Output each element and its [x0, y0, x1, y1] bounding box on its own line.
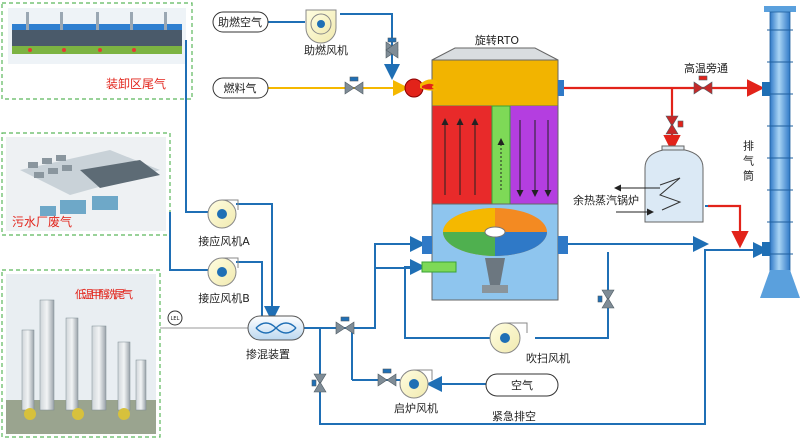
startup-fan: 启炉风机	[394, 370, 438, 415]
combustion-fan-label: 助燃风机	[304, 43, 348, 57]
source-wastewater-plant: 污水厂废气	[2, 133, 170, 235]
fan-a: 接应风机A	[198, 200, 250, 248]
fuel-gas-box: 燃料气	[213, 78, 268, 98]
exhaust-stack: 排气筒	[742, 6, 800, 298]
combustion-air-box: 助燃空气	[213, 12, 268, 32]
lel-label: LEL	[171, 316, 180, 322]
valve-purge	[598, 290, 614, 308]
rto-label: 旋转RTO	[475, 33, 520, 47]
mixer-label: 掺混装置	[246, 347, 290, 361]
methanol-wash-label: 低温甲醇洗尾气	[75, 287, 133, 301]
fuel-gas-label: 燃料气	[224, 81, 257, 95]
stack-label: 排气筒	[742, 139, 755, 185]
valve-startup	[378, 369, 396, 386]
valve-bypass	[694, 76, 712, 94]
air-label: 空气	[511, 378, 533, 392]
purge-fan-label: 吹扫风机	[526, 351, 570, 365]
lel-sensor: LEL	[168, 311, 182, 325]
boiler: 余热蒸汽锅炉	[573, 146, 703, 222]
combustion-fan: 助燃风机	[304, 10, 348, 57]
combustion-air-label: 助燃空气	[218, 15, 262, 29]
hot-bypass-label: 高温旁通	[684, 61, 728, 75]
startup-fan-label: 启炉风机	[394, 401, 438, 415]
source-loading-area: 装卸区尾气	[2, 3, 192, 99]
fan-b-label: 接应风机B	[198, 291, 250, 305]
loading-area-label: 装卸区尾气	[106, 76, 166, 91]
source-methanol-wash: 低温甲醇洗尾气	[2, 270, 160, 437]
emergency-vent-label: 紧急排空	[492, 409, 536, 423]
fan-b: 接应风机B	[198, 258, 250, 305]
fan-a-label: 接应风机A	[198, 234, 250, 248]
valve-boiler	[666, 116, 683, 134]
boiler-label: 余热蒸汽锅炉	[573, 193, 639, 207]
rto-unit: 旋转RTO	[422, 33, 568, 300]
mixer: 掺混装置	[246, 316, 304, 361]
air-box: 空气	[486, 374, 558, 396]
purge-fan: 吹扫风机	[490, 323, 570, 365]
valve-mixer-out	[336, 317, 354, 334]
wastewater-plant-label: 污水厂废气	[12, 214, 72, 229]
valve-fuel	[345, 77, 363, 94]
